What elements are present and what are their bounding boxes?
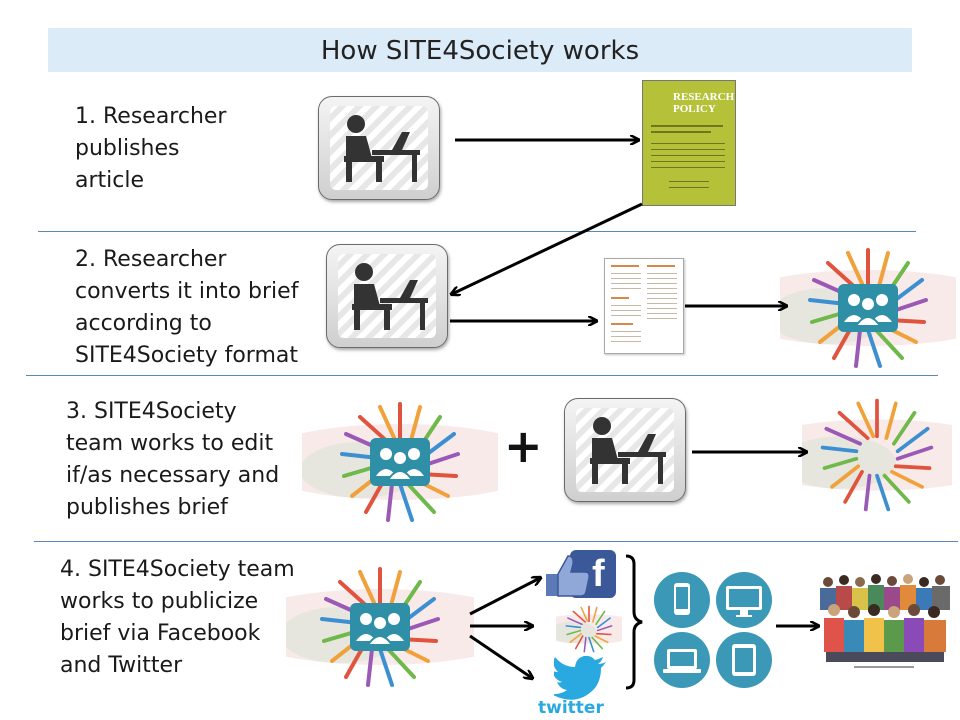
device-circle-desktop xyxy=(716,572,772,628)
facebook-thumbs-up-icon xyxy=(546,550,616,598)
journal-cover: RESEARCH POLICY xyxy=(642,80,736,206)
device-circle-laptop xyxy=(654,632,710,688)
laptop-icon xyxy=(663,649,701,673)
step-3-text: 3. SITE4Society team works to edit if/as… xyxy=(66,399,280,520)
twitter-wordmark: twitter xyxy=(538,698,604,718)
arrow-to-twitter xyxy=(469,634,532,678)
researcher-tile-1 xyxy=(318,96,440,200)
brief-document xyxy=(604,258,684,354)
device-circle-tablet xyxy=(716,632,772,688)
smartphone-icon xyxy=(674,583,690,615)
journal-name-line2: POLICY xyxy=(673,103,716,115)
plus-sign: + xyxy=(504,419,543,473)
title-bar: How SITE4Society works xyxy=(48,28,912,72)
desktop-monitor-icon xyxy=(726,586,762,617)
researcher-tile-2 xyxy=(326,244,448,348)
journal-name-line1: RESEARCH xyxy=(673,91,735,103)
step-1-text: 1. Researcher publishes article xyxy=(75,104,227,193)
divider-2 xyxy=(26,375,938,376)
step-4-text: 4. SITE4Society team works to publicize … xyxy=(60,557,295,678)
step-2-text: 2. Researcher converts it into brief acc… xyxy=(75,247,299,368)
page-title: How SITE4Society works xyxy=(320,36,640,66)
bracket xyxy=(625,554,643,690)
divider-3 xyxy=(34,541,958,542)
person-at-laptop-icon xyxy=(352,263,428,330)
arrow-journal-to-researcher xyxy=(452,202,643,294)
device-circle-phone xyxy=(654,572,710,628)
facebook-letter: f xyxy=(592,553,605,595)
arrow-to-facebook xyxy=(469,578,540,616)
person-at-laptop-icon xyxy=(590,417,666,484)
crowd-photo xyxy=(814,566,956,674)
researcher-tile-3 xyxy=(564,398,686,502)
twitter-bird-icon xyxy=(554,655,606,700)
tablet-icon xyxy=(732,644,756,676)
divider-1 xyxy=(38,231,916,232)
person-at-laptop-icon xyxy=(344,115,420,182)
